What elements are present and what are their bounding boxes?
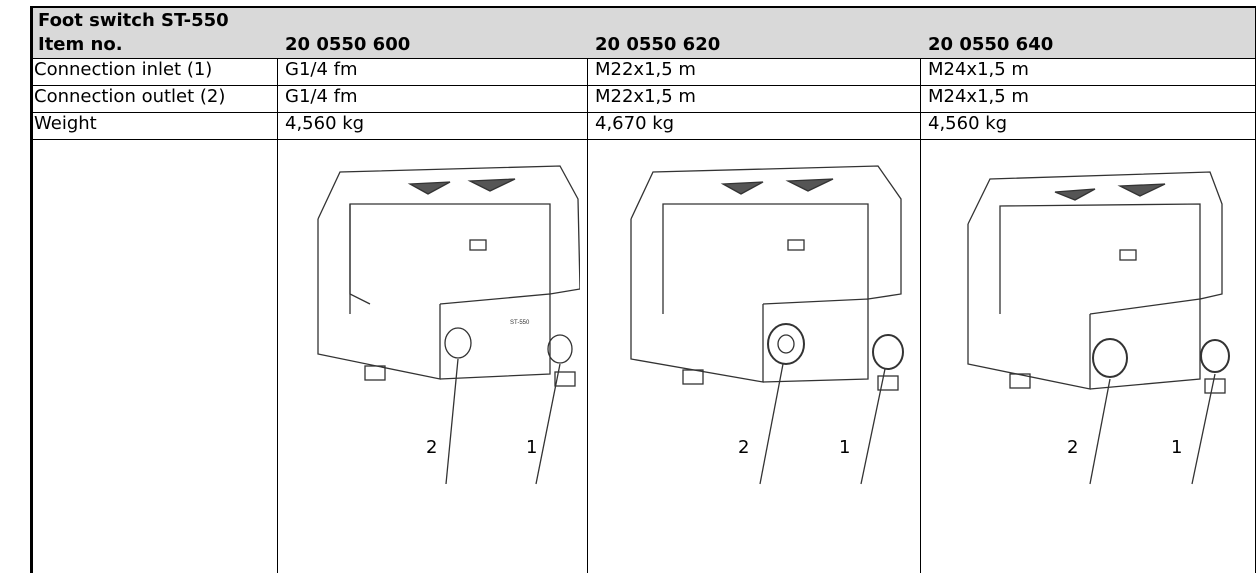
item-label: Item no. xyxy=(38,34,123,55)
border-top xyxy=(30,6,1256,8)
item-number-3: 20 0550 640 xyxy=(928,34,1054,55)
foot-switch-drawing-1: ST-550 xyxy=(310,144,580,516)
cell-weight-3: 4,560 kg xyxy=(928,113,1008,134)
callout-2-col2: 2 xyxy=(738,437,750,458)
callout-1-col1: 1 xyxy=(526,437,538,458)
row-label-outlet: Connection outlet (2) xyxy=(34,86,226,107)
border-row-1 xyxy=(30,58,1256,59)
svg-text:ST-550: ST-550 xyxy=(510,320,530,326)
border-col-1 xyxy=(277,58,278,573)
cell-inlet-3: M24x1,5 m xyxy=(928,59,1029,80)
cell-weight-2: 4,670 kg xyxy=(595,113,675,134)
border-row-3 xyxy=(30,112,1256,113)
border-right xyxy=(1255,6,1256,573)
row-label-inlet: Connection inlet (1) xyxy=(34,59,213,80)
item-number-2: 20 0550 620 xyxy=(595,34,721,55)
row-label-weight: Weight xyxy=(34,113,97,134)
border-col-2 xyxy=(587,58,588,573)
foot-switch-drawing-3 xyxy=(960,144,1240,516)
foot-switch-drawing-2 xyxy=(623,144,908,516)
cell-inlet-1: G1/4 fm xyxy=(285,59,358,80)
callout-1-col3: 1 xyxy=(1171,437,1183,458)
cell-outlet-3: M24x1,5 m xyxy=(928,86,1029,107)
cell-weight-1: 4,560 kg xyxy=(285,113,365,134)
border-row-4 xyxy=(30,139,1256,140)
callout-1-col2: 1 xyxy=(839,437,851,458)
spec-table: Foot switch ST-550 Item no. 20 0550 600 … xyxy=(30,6,1256,573)
border-row-2 xyxy=(30,85,1256,86)
cell-outlet-1: G1/4 fm xyxy=(285,86,358,107)
item-number-1: 20 0550 600 xyxy=(285,34,411,55)
callout-2-col1: 2 xyxy=(426,437,438,458)
cell-inlet-2: M22x1,5 m xyxy=(595,59,696,80)
cell-outlet-2: M22x1,5 m xyxy=(595,86,696,107)
table-title: Foot switch ST-550 xyxy=(38,10,229,31)
border-col-3 xyxy=(920,58,921,573)
callout-2-col3: 2 xyxy=(1067,437,1079,458)
table-header xyxy=(30,6,1256,58)
border-left xyxy=(30,6,33,573)
